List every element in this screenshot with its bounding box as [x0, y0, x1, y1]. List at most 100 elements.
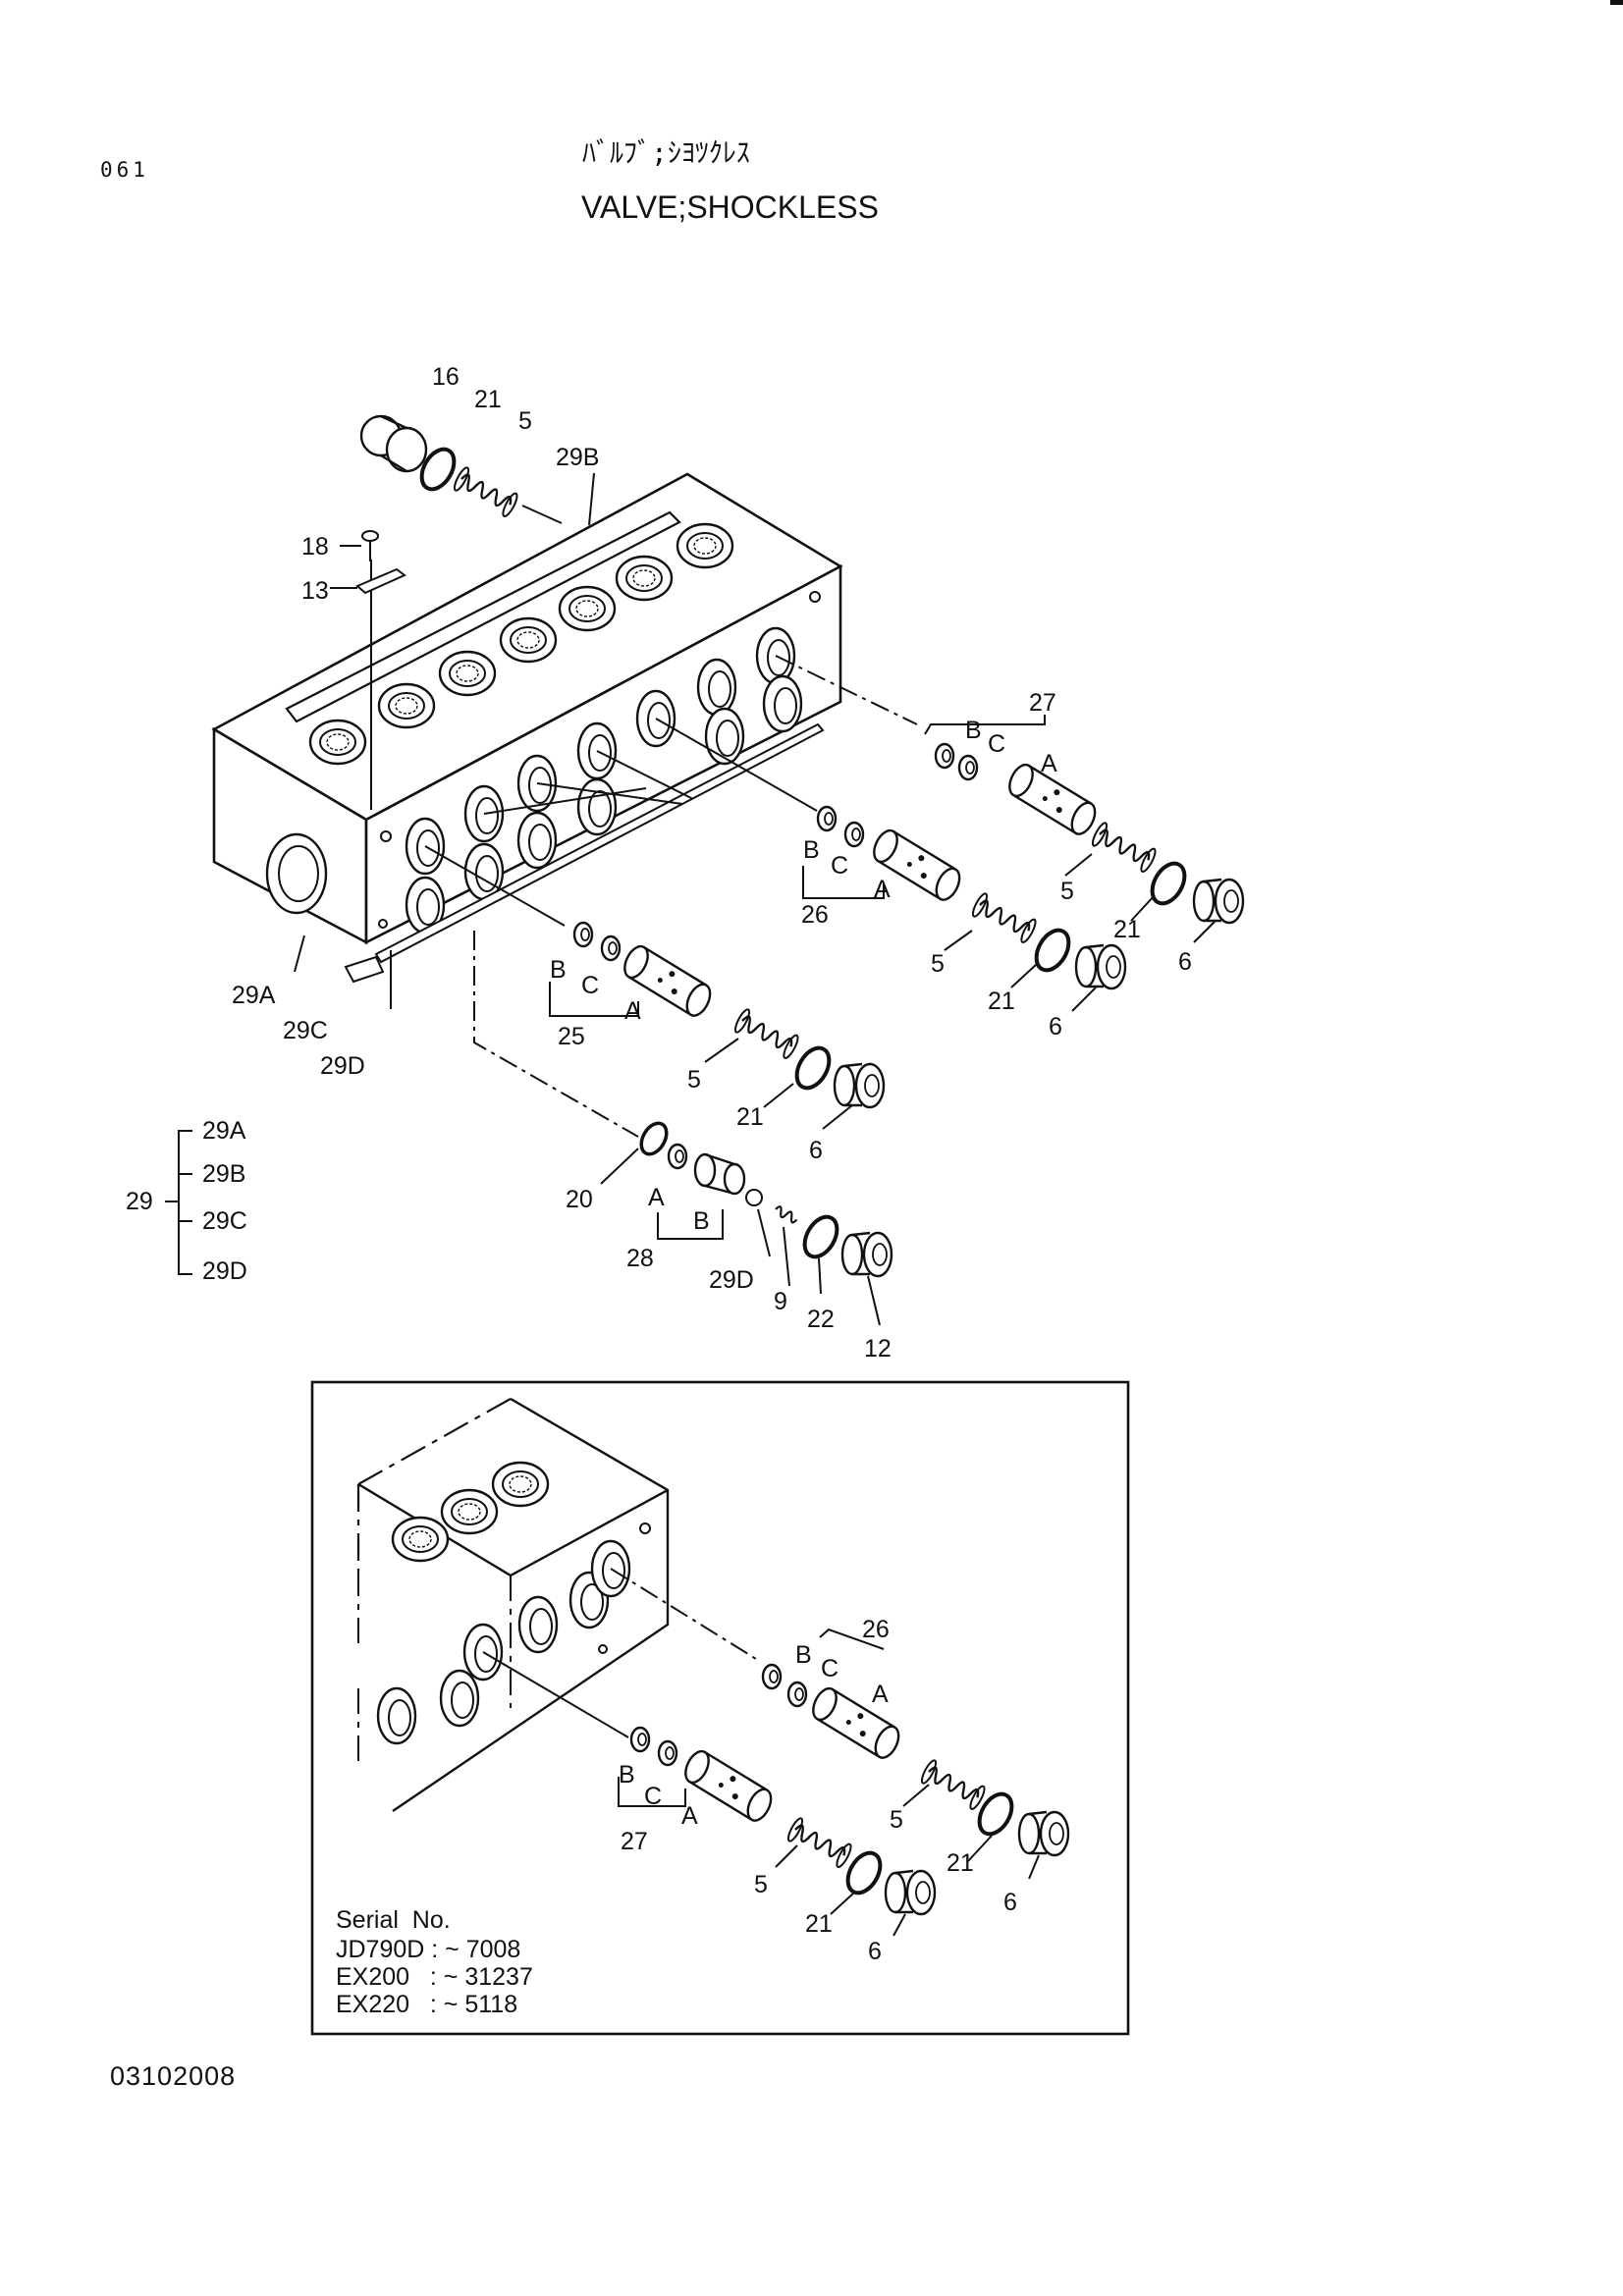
composition-child-29B: 29B	[202, 1160, 245, 1188]
title-japanese: ﾊﾞﾙﾌﾞ;ｼﾖﾂｸﾚｽ	[582, 136, 750, 169]
plug-12	[840, 1231, 893, 1278]
plug-6-row26	[1074, 943, 1127, 990]
callout-9: 9	[774, 1288, 787, 1315]
serial-note: Serial No. JD790D : ~ 7008 EX200 : ~ 312…	[336, 1906, 533, 2018]
inset-callout-5-row27: 5	[754, 1871, 768, 1898]
part-27B	[934, 742, 955, 770]
inset-callout-21-row27: 21	[805, 1910, 833, 1938]
callout-6-row25: 6	[809, 1137, 823, 1164]
callout-21-row26: 21	[988, 988, 1015, 1015]
inset-callout-26B: B	[795, 1641, 812, 1669]
figure-code: 03102008	[110, 2061, 236, 2091]
callout-29D: 29D	[320, 1052, 365, 1080]
callout-22: 22	[807, 1306, 835, 1333]
main-callouts: 16 21 5 29B 18 13 27 B C A 5 21 6 B C A …	[232, 363, 1192, 1362]
inset-callout-27B: B	[619, 1761, 635, 1789]
callout-16: 16	[432, 363, 460, 391]
inset-callout-27A: A	[681, 1802, 698, 1830]
inset-callout-6-row27: 6	[868, 1938, 882, 1965]
part-28B	[693, 1152, 746, 1196]
inset-callout-26A: A	[872, 1681, 889, 1708]
callout-12: 12	[864, 1335, 892, 1362]
plug-6-row27	[1192, 878, 1245, 925]
composition-bracket: 29 29A 29B 29C 29D	[126, 1117, 247, 1285]
spring-9	[775, 1205, 798, 1224]
composition-child-29C: 29C	[202, 1207, 247, 1235]
callout-leaders	[600, 853, 1217, 1326]
plug-6-row25	[833, 1062, 886, 1109]
callout-28A: A	[648, 1184, 665, 1211]
inset-detail: 26 B C A B C A 27 5 21 6 5 21 6 Serial N…	[310, 1380, 1130, 2036]
callout-21-row27: 21	[1113, 916, 1141, 943]
callout-5-row25: 5	[687, 1066, 701, 1094]
scan-mark	[1610, 0, 1623, 5]
part-28A	[667, 1143, 688, 1170]
oring-21-row27	[1150, 861, 1187, 906]
page-number: 061	[100, 158, 149, 182]
part-26C	[843, 821, 865, 848]
callout-25: 25	[558, 1023, 585, 1050]
callout-25B: B	[550, 956, 567, 984]
callout-5-row26: 5	[931, 950, 945, 978]
leader-lines	[294, 472, 918, 1138]
inset-callout-6-row26: 6	[1003, 1889, 1017, 1916]
callout-28: 28	[626, 1245, 654, 1272]
plug-16	[359, 414, 428, 473]
part-26B	[816, 805, 838, 832]
inset-callout-26: 26	[862, 1616, 890, 1643]
plate-13	[330, 567, 406, 595]
callout-26B: B	[803, 836, 820, 864]
callout-29D-row28: 29D	[709, 1266, 754, 1294]
callout-25C: C	[581, 972, 599, 999]
callout-13: 13	[301, 577, 329, 605]
callout-27: 27	[1029, 689, 1056, 717]
callout-29C: 29C	[283, 1017, 328, 1044]
part-25B	[572, 921, 594, 948]
part-27C	[957, 754, 979, 781]
callout-25A: A	[624, 997, 641, 1025]
callout-29A: 29A	[232, 982, 276, 1009]
spring-5-row27	[1089, 820, 1160, 875]
callout-6-row26: 6	[1049, 1013, 1062, 1041]
callout-29B: 29B	[556, 444, 599, 471]
oring-21-top	[419, 447, 457, 492]
callout-28B: B	[693, 1207, 710, 1235]
oring-22	[802, 1214, 839, 1259]
serial-row-jd790d: JD790D : ~ 7008	[336, 1936, 520, 1963]
composition-child-29D: 29D	[202, 1257, 247, 1285]
serial-heading: Serial No.	[336, 1906, 451, 1934]
callout-21: 21	[474, 386, 502, 413]
callout-26A: A	[874, 876, 891, 903]
part-25C	[600, 934, 622, 962]
callout-6-row27: 6	[1178, 948, 1192, 976]
serial-row-ex220: EX220 : ~ 5118	[336, 1991, 517, 2018]
composition-child-29A: 29A	[202, 1117, 246, 1145]
serial-row-ex200: EX200 : ~ 31237	[336, 1963, 533, 1991]
spring-5-top	[451, 464, 521, 519]
callout-21-row25: 21	[736, 1103, 764, 1131]
inset-callout-26C: C	[821, 1655, 839, 1682]
inset-callout-21-row26: 21	[947, 1849, 974, 1877]
oring-21-row26	[1034, 928, 1071, 973]
oring-21-row25	[794, 1045, 832, 1091]
screw-18	[340, 530, 379, 561]
oring-20	[639, 1121, 669, 1156]
callout-5: 5	[518, 407, 532, 435]
inset-callout-27C: C	[644, 1783, 662, 1810]
callout-27B: B	[965, 717, 982, 744]
inset-callout-5-row26: 5	[890, 1806, 903, 1834]
ball-29D	[745, 1189, 763, 1206]
callout-26C: C	[831, 852, 848, 880]
callout-27C: C	[988, 730, 1005, 758]
spring-5-row25	[731, 1006, 802, 1061]
callout-20: 20	[566, 1186, 593, 1213]
callout-26: 26	[801, 901, 829, 929]
callout-18: 18	[301, 533, 329, 561]
callout-5-row27: 5	[1060, 878, 1074, 905]
spring-5-row26	[969, 890, 1040, 945]
inset-callout-27: 27	[621, 1828, 648, 1855]
title-english: VALVE;SHOCKLESS	[581, 189, 879, 225]
callout-27A: A	[1041, 750, 1057, 777]
